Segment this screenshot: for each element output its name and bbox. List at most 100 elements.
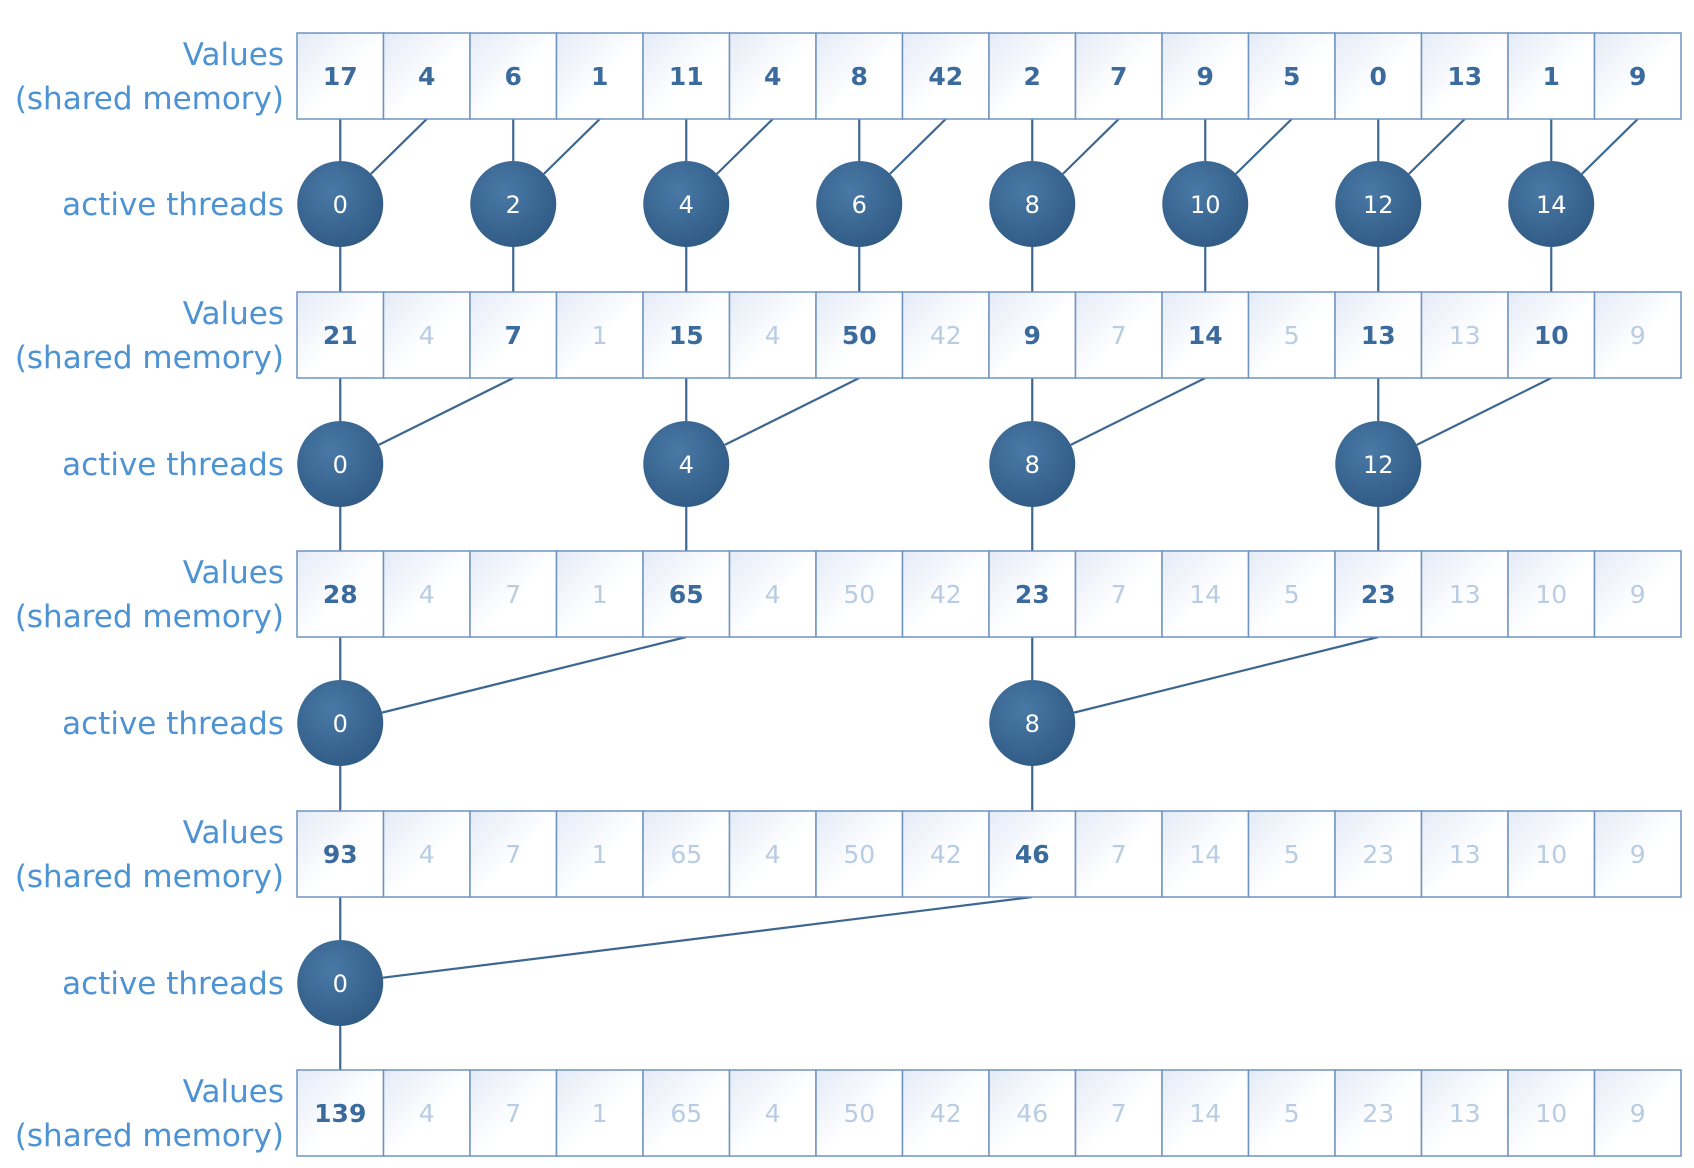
memory-cell-value: 5: [1284, 1099, 1300, 1128]
memory-cell-box: [469, 32, 558, 120]
memory-cell: 1: [555, 1069, 644, 1157]
memory-cell-box: [728, 1069, 817, 1157]
thread-node: 12: [1335, 161, 1422, 247]
memory-cell: 42: [901, 32, 990, 120]
memory-cell: 0: [1334, 32, 1423, 120]
memory-cell-value: 5: [1284, 321, 1300, 350]
memory-cell-value: 21: [323, 321, 358, 350]
memory-cell-value: 13: [1449, 321, 1481, 350]
memory-cell-value: 65: [670, 840, 702, 869]
memory-cell: 7: [1074, 291, 1163, 379]
memory-cell-value: 5: [1283, 62, 1300, 91]
memory-cell-box: [1161, 32, 1250, 120]
memory-cell: 15: [642, 291, 731, 379]
thread-circle: [1162, 161, 1249, 247]
memory-cell-value: 13: [1449, 580, 1481, 609]
thread-circle: [297, 940, 384, 1026]
connector-line: [1416, 377, 1552, 446]
memory-cell-value: 4: [765, 1099, 781, 1128]
memory-cell-box: [296, 550, 385, 638]
thread-node: 0: [297, 680, 384, 766]
memory-cell-box: [382, 1069, 471, 1157]
connector-line: [378, 377, 514, 446]
memory-cell-value: 9: [1630, 840, 1646, 869]
labels-layer: Values(shared memory)Values(shared memor…: [15, 37, 284, 1154]
active-threads-label: active threads: [62, 966, 284, 1002]
memory-cell-value: 46: [1016, 1099, 1048, 1128]
connector-line: [889, 118, 947, 175]
memory-cell-value: 93: [323, 840, 358, 869]
memory-cell-value: 65: [669, 580, 704, 609]
thread-id: 2: [506, 191, 521, 219]
memory-cell-value: 7: [1111, 1099, 1127, 1128]
memory-cell: 14: [1161, 1069, 1250, 1157]
memory-cell-box: [1247, 32, 1336, 120]
thread-node: 6: [816, 161, 903, 247]
thread-node: 8: [989, 161, 1076, 247]
memory-cell-box: [1334, 1069, 1423, 1157]
memory-cell-value: 4: [419, 321, 435, 350]
memory-cell-value: 42: [930, 840, 962, 869]
thread-id: 8: [1025, 710, 1040, 738]
shared-memory-label: (shared memory): [15, 599, 284, 635]
shared-memory-label: (shared memory): [15, 859, 284, 895]
memory-cell-box: [815, 32, 904, 120]
memory-cell: 65: [642, 810, 731, 898]
memory-cell-box: [1420, 1069, 1509, 1157]
memory-cell-value: 1: [1543, 62, 1560, 91]
thread-id: 14: [1536, 191, 1567, 219]
memory-cell: 4: [728, 810, 817, 898]
thread-circle: [470, 161, 557, 247]
memory-cell-box: [642, 810, 731, 898]
memory-cell-value: 14: [1189, 580, 1221, 609]
memory-cell: 1: [555, 32, 644, 120]
memory-cell-value: 42: [930, 321, 962, 350]
memory-cell: 5: [1247, 291, 1336, 379]
memory-cell-value: 7: [1111, 840, 1127, 869]
memory-cell: 7: [1074, 1069, 1163, 1157]
memory-cell: 23: [1334, 810, 1423, 898]
memory-cell-box: [815, 1069, 904, 1157]
memory-cell: 23: [1334, 550, 1423, 638]
memory-cell: 4: [382, 32, 471, 120]
memory-cell-box: [1334, 810, 1423, 898]
memory-cell: 10: [1507, 1069, 1596, 1157]
thread-node: 0: [297, 940, 384, 1026]
memory-cell: 42: [901, 810, 990, 898]
connector-line: [724, 377, 860, 446]
memory-cell: 50: [815, 550, 904, 638]
memory-cell-value: 9: [1629, 62, 1646, 91]
memory-cell: 7: [469, 550, 558, 638]
memory-cell-box: [555, 32, 644, 120]
memory-cell-value: 7: [505, 1099, 521, 1128]
memory-cell-value: 8: [851, 62, 868, 91]
memory-cell: 13: [1420, 550, 1509, 638]
memory-cell: 5: [1247, 32, 1336, 120]
memory-cell: 13: [1420, 291, 1509, 379]
thread-id: 8: [1025, 451, 1040, 479]
memory-cell-box: [815, 291, 904, 379]
memory-cell-box: [382, 550, 471, 638]
memory-cell-value: 1: [592, 321, 608, 350]
memory-cell-value: 42: [930, 580, 962, 609]
memory-cell-value: 5: [1284, 580, 1300, 609]
thread-circle: [1335, 161, 1422, 247]
memory-cell: 65: [642, 1069, 731, 1157]
thread-node: 8: [989, 680, 1076, 766]
thread-circle: [816, 161, 903, 247]
thread-id: 4: [679, 191, 694, 219]
connector-line: [1581, 118, 1639, 175]
memory-cell-box: [642, 550, 731, 638]
memory-cell: 9: [988, 291, 1077, 379]
memory-cell-value: 9: [1630, 1099, 1646, 1128]
memory-cell-box: [1161, 810, 1250, 898]
memory-cell: 4: [728, 291, 817, 379]
memory-cell-value: 50: [843, 840, 875, 869]
